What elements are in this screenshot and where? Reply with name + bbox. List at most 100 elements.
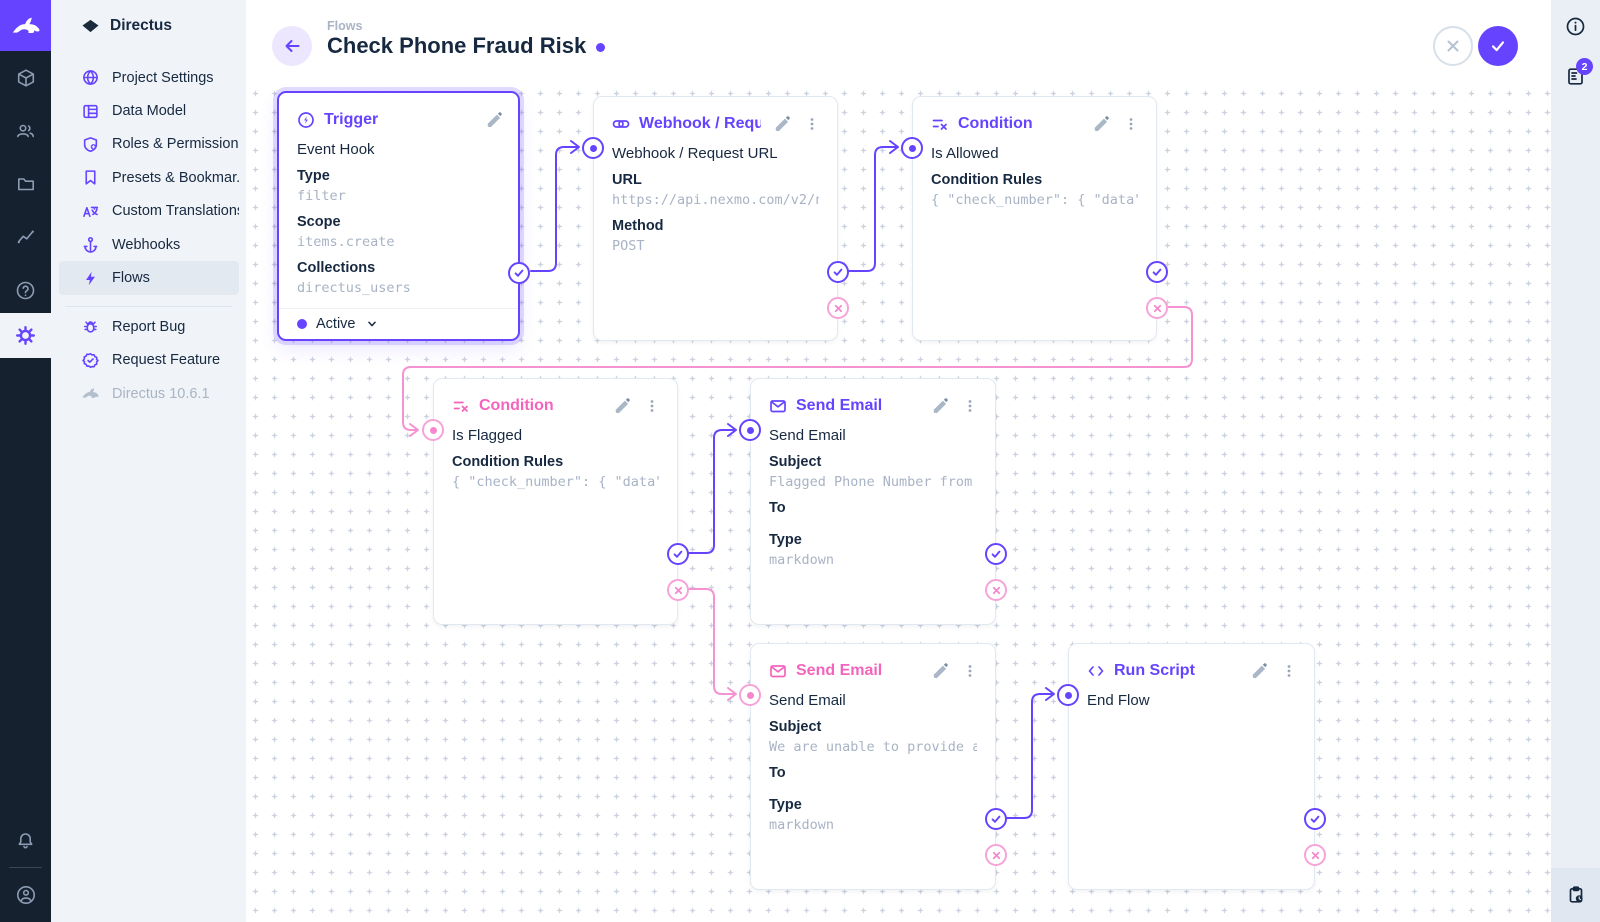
kebab-menu-icon[interactable] — [801, 113, 823, 135]
panel-name: Send Email — [769, 692, 846, 709]
shield-user-icon — [82, 136, 99, 153]
resolve-connector[interactable] — [985, 808, 1007, 830]
kebab-menu-icon[interactable] — [1278, 660, 1300, 682]
sidebar-item-presets-bookmarks[interactable]: Presets & Bookmar... — [59, 161, 239, 194]
unsaved-changes-dot — [596, 43, 606, 52]
project-header[interactable]: Directus — [51, 0, 246, 51]
field-label: To — [769, 765, 786, 781]
page-header: Flows Check Phone Fraud Risk — [246, 0, 1551, 84]
flow-panel-send-email-unable[interactable]: Send Email Send Email Subject We are una… — [739, 643, 1007, 890]
edit-icon[interactable] — [770, 113, 792, 135]
project-name: Directus — [110, 16, 173, 34]
input-connector[interactable] — [739, 419, 761, 441]
sidebar-item-project-settings[interactable]: Project Settings — [59, 61, 239, 94]
flow-panel-run-script[interactable]: Run Script End Flow — [1057, 643, 1326, 890]
field-value: POST — [612, 238, 645, 254]
info-icon[interactable] — [1551, 2, 1600, 50]
field-label: Condition Rules — [452, 454, 564, 470]
reject-connector[interactable] — [985, 579, 1007, 601]
sidebar-item-report-bug[interactable]: Report Bug — [59, 310, 239, 343]
input-connector[interactable] — [582, 137, 604, 159]
files-module-icon[interactable] — [0, 159, 51, 209]
content-module-icon[interactable] — [0, 53, 51, 103]
resolve-connector[interactable] — [667, 543, 689, 565]
mail-icon — [769, 662, 787, 680]
panel-name: Is Allowed — [931, 145, 999, 162]
sidebar-item-roles-permissions[interactable]: Roles & Permissions — [59, 128, 239, 161]
edit-icon[interactable] — [928, 395, 950, 417]
reject-connector[interactable] — [1304, 844, 1326, 866]
cancel-button[interactable] — [1433, 26, 1473, 66]
insights-module-icon[interactable] — [0, 212, 51, 262]
clipboard-clock-icon[interactable] — [1551, 868, 1600, 922]
flow-panel-trigger[interactable]: Trigger Event Hook Type filter Scope ite… — [277, 91, 530, 341]
help-module-icon[interactable] — [0, 265, 51, 315]
reject-connector[interactable] — [827, 297, 849, 319]
chevron-down-icon — [367, 321, 376, 327]
trigger-status-toggle[interactable]: Active — [279, 308, 518, 339]
kebab-menu-icon[interactable] — [959, 395, 981, 417]
panel-title: Send Email — [796, 397, 883, 414]
resolve-connector[interactable] — [1146, 261, 1168, 283]
edit-icon[interactable] — [1247, 660, 1269, 682]
mail-icon — [769, 397, 787, 415]
input-connector[interactable] — [901, 137, 923, 159]
edit-icon[interactable] — [482, 109, 504, 131]
flow-panel-webhook[interactable]: Webhook / Request URL Webhook / Request … — [582, 96, 849, 341]
input-connector[interactable] — [422, 419, 444, 441]
edit-icon[interactable] — [610, 395, 632, 417]
field-value: markdown — [769, 552, 835, 568]
flow-panel-condition-allowed[interactable]: Condition Is Allowed Condition Rules { "… — [901, 96, 1168, 341]
field-value: We are unable to provide a… — [769, 739, 977, 755]
field-label: Collections — [297, 260, 376, 276]
resolve-connector[interactable] — [827, 261, 849, 283]
kebab-menu-icon[interactable] — [641, 395, 663, 417]
field-value: filter — [297, 188, 346, 204]
directus-logo[interactable] — [0, 0, 51, 51]
field-label: To — [769, 500, 786, 516]
resolve-connector[interactable] — [508, 262, 530, 284]
edit-icon[interactable] — [1089, 113, 1111, 135]
bug-icon — [82, 318, 99, 335]
field-label: Condition Rules — [931, 172, 1043, 188]
field-label: Subject — [769, 454, 822, 470]
users-module-icon[interactable] — [0, 106, 51, 156]
breadcrumb[interactable]: Flows — [327, 19, 363, 33]
sidebar-item-request-feature[interactable]: Request Feature — [59, 344, 239, 377]
logs-icon[interactable]: 2 — [1551, 52, 1600, 100]
flow-panel-condition-flagged[interactable]: Condition Is Flagged Condition Rules { "… — [422, 378, 689, 625]
reject-connector[interactable] — [985, 844, 1007, 866]
field-label: Type — [297, 168, 330, 184]
edit-icon[interactable] — [928, 660, 950, 682]
field-value — [769, 518, 977, 524]
save-button[interactable] — [1478, 26, 1518, 66]
sidebar-item-data-model[interactable]: Data Model — [59, 94, 239, 127]
settings-module-icon[interactable] — [0, 313, 51, 358]
back-button[interactable] — [272, 26, 312, 66]
panel-name: Event Hook — [297, 141, 375, 158]
resolve-connector[interactable] — [1304, 808, 1326, 830]
kebab-menu-icon[interactable] — [1120, 113, 1142, 135]
field-label: Type — [769, 532, 802, 548]
kebab-menu-icon[interactable] — [959, 660, 981, 682]
sidebar-item-custom-translations[interactable]: Custom Translations — [59, 195, 239, 228]
flow-panel-send-email-flagged[interactable]: Send Email Send Email Subject Flagged Ph… — [739, 378, 1007, 625]
panel-name: End Flow — [1087, 692, 1150, 709]
reject-connector[interactable] — [1146, 297, 1168, 319]
panel-title: Webhook / Request URL — [639, 115, 761, 132]
sidebar-item-webhooks[interactable]: Webhooks — [59, 228, 239, 261]
panel-name: Send Email — [769, 427, 846, 444]
close-icon — [1447, 40, 1459, 52]
right-sidebar: 2 — [1551, 0, 1600, 922]
sidebar-item-flows[interactable]: Flows — [59, 261, 239, 295]
field-value: items.create — [297, 234, 395, 250]
field-label: Method — [612, 218, 664, 234]
reject-connector[interactable] — [667, 579, 689, 601]
account-icon[interactable] — [0, 870, 51, 920]
notifications-bell-icon[interactable] — [0, 816, 51, 866]
input-connector[interactable] — [739, 684, 761, 706]
field-value — [769, 783, 977, 789]
input-connector[interactable] — [1057, 684, 1079, 706]
resolve-connector[interactable] — [985, 543, 1007, 565]
rosette-check-icon — [82, 352, 99, 369]
